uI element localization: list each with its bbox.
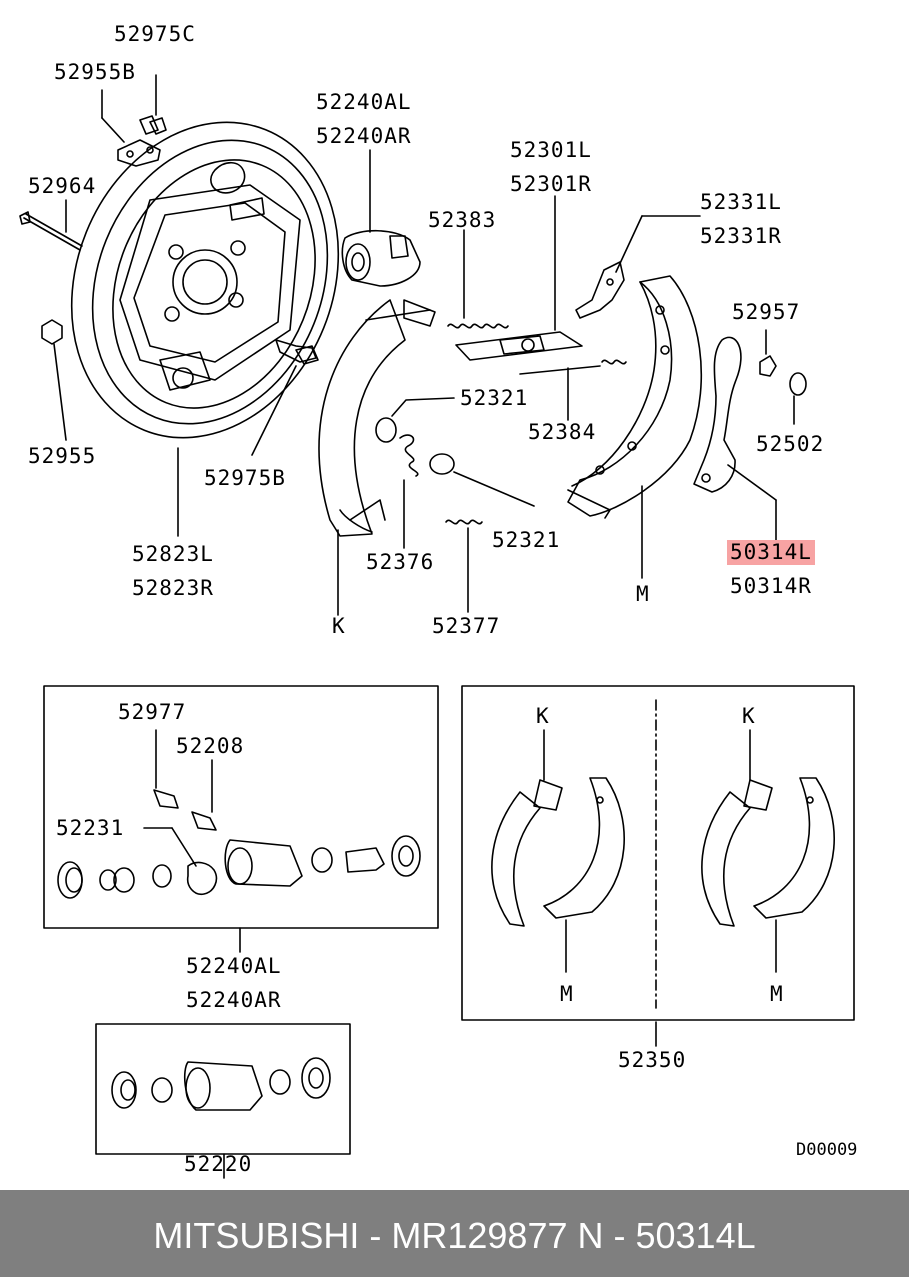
footer-bar: MITSUBISHI - MR129877 N - 50314L <box>0 1190 909 1277</box>
label-50314l-highlighted: 50314L <box>727 540 815 565</box>
label-52240ar-top: 52240AR <box>316 124 412 148</box>
diagram-code: D00009 <box>796 1140 858 1160</box>
label-m-set1: M <box>560 982 574 1006</box>
shoe-set-right <box>701 729 835 973</box>
label-52240al-box: 52240AL <box>186 954 282 978</box>
strut-52331 <box>575 215 701 319</box>
label-52377: 52377 <box>432 614 501 638</box>
box-wheel-cylinder-exploded <box>43 685 439 929</box>
spring-52377 <box>445 519 483 613</box>
label-52240ar-box: 52240AR <box>186 988 282 1012</box>
spring-52376 <box>399 434 419 549</box>
label-52331r: 52331R <box>700 224 782 248</box>
label-52964: 52964 <box>28 174 97 198</box>
label-50314r: 50314R <box>730 574 812 598</box>
label-m-set2: M <box>770 982 784 1006</box>
label-52376: 52376 <box>366 550 435 574</box>
parking-lever-50314 <box>693 336 777 541</box>
label-52331l: 52331L <box>700 190 782 214</box>
label-52975c: 52975C <box>114 22 196 46</box>
label-m-main: M <box>636 582 650 606</box>
box-wheel-cylinder-52220 <box>95 1023 351 1155</box>
label-k-set1: K <box>536 704 550 728</box>
label-52955b: 52955B <box>54 60 136 84</box>
footer-part-number: MITSUBISHI - MR129877 N - 50314L <box>153 1215 756 1256</box>
label-52502: 52502 <box>756 432 825 456</box>
shoe-set-left <box>491 729 625 973</box>
label-52240al-top: 52240AL <box>316 90 412 114</box>
washer-52502 <box>789 372 807 425</box>
label-52955: 52955 <box>28 444 97 468</box>
label-52321-b: 52321 <box>492 528 561 552</box>
backing-plate <box>70 121 340 439</box>
wheel-cylinder-top <box>341 149 421 287</box>
bolt-52975c <box>139 74 167 135</box>
label-52220: 52220 <box>184 1152 253 1176</box>
label-52384: 52384 <box>528 420 597 444</box>
label-52975b: 52975B <box>204 466 286 490</box>
label-52823l: 52823L <box>132 542 214 566</box>
cup-52321-b <box>429 453 535 507</box>
label-52350: 52350 <box>618 1048 687 1072</box>
parts-diagram <box>19 74 855 1179</box>
spring-52383 <box>447 229 509 329</box>
brake-shoe-m <box>567 275 703 579</box>
label-52383: 52383 <box>428 208 497 232</box>
brake-shoe-k <box>318 299 436 616</box>
stud-52964 <box>19 199 83 251</box>
label-k-main: K <box>332 614 346 638</box>
label-52977: 52977 <box>118 700 187 724</box>
label-k-set2: K <box>742 704 756 728</box>
label-52321-a: 52321 <box>460 386 529 410</box>
label-52231: 52231 <box>56 816 125 840</box>
nut-52955 <box>41 319 67 441</box>
spring-52384 <box>519 359 627 421</box>
box-shoe-set <box>461 685 855 1021</box>
adjuster-52301 <box>455 195 583 361</box>
label-52823r: 52823R <box>132 576 214 600</box>
clip-52957 <box>759 329 777 377</box>
label-52301r: 52301R <box>510 172 592 196</box>
cup-52321-a <box>375 397 455 443</box>
label-52957: 52957 <box>732 300 801 324</box>
bolt-52975b <box>251 339 319 456</box>
clip-52955b <box>101 89 161 167</box>
label-52301l: 52301L <box>510 138 592 162</box>
label-52208: 52208 <box>176 734 245 758</box>
cylinder-exploded <box>57 729 421 953</box>
cylinder-52220 <box>111 1057 331 1111</box>
